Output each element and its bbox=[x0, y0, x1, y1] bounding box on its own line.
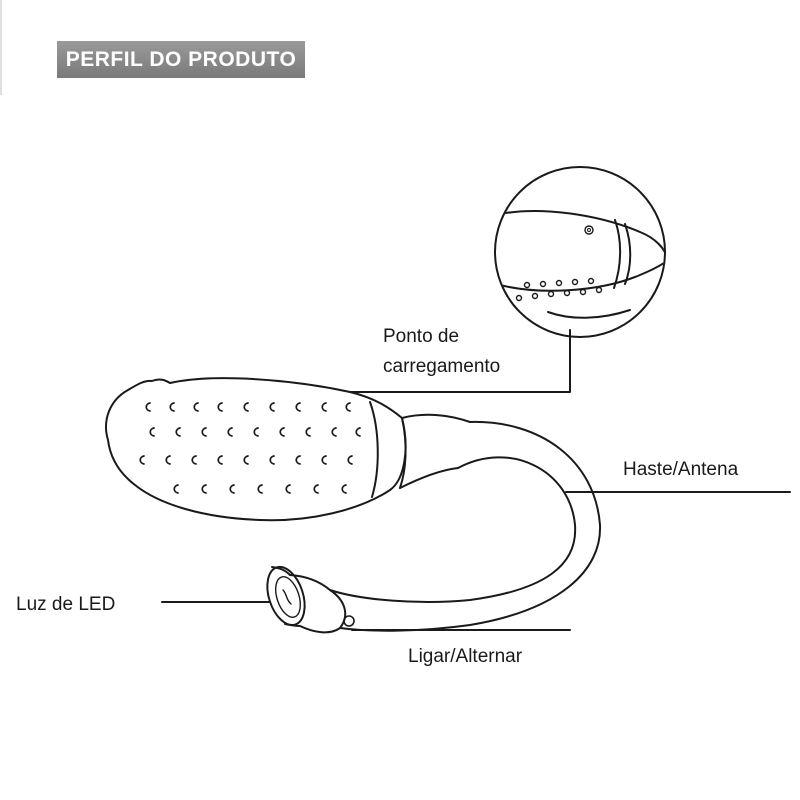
texture-dimple bbox=[345, 402, 351, 412]
texture-dimple bbox=[173, 484, 179, 494]
stem-inner bbox=[329, 456, 577, 603]
label-antenna: Haste/Antena bbox=[623, 459, 739, 480]
texture-dimple bbox=[269, 402, 275, 412]
egg-band bbox=[369, 401, 379, 498]
texture-dimple bbox=[169, 402, 175, 412]
texture-dimple bbox=[355, 427, 361, 437]
texture-dimple bbox=[253, 427, 259, 437]
stem-neck-top bbox=[401, 413, 471, 423]
texture-dimple bbox=[347, 455, 353, 465]
texture-dimple bbox=[217, 455, 223, 465]
power-button bbox=[343, 615, 355, 627]
left-edge-rule bbox=[0, 0, 2, 95]
texture-dimple bbox=[243, 455, 249, 465]
texture-dimple bbox=[257, 484, 263, 494]
stem-neck-bottom bbox=[399, 467, 459, 489]
texture-dimple bbox=[269, 455, 275, 465]
plug-body bbox=[289, 574, 347, 634]
texture-dimple bbox=[341, 484, 347, 494]
texture-dimple bbox=[279, 427, 285, 437]
texture-dimple bbox=[193, 402, 199, 412]
egg-band-inner bbox=[399, 417, 407, 489]
texture-dimple bbox=[295, 455, 301, 465]
texture-dimple bbox=[331, 427, 337, 437]
label-power: Ligar/Alternar bbox=[408, 646, 523, 667]
texture-dimple bbox=[201, 427, 207, 437]
texture-dimple bbox=[295, 402, 301, 412]
egg-texture bbox=[139, 402, 361, 494]
label-led: Luz de LED bbox=[16, 594, 116, 615]
texture-dimple bbox=[191, 455, 197, 465]
magnifier-detail bbox=[496, 210, 664, 319]
texture-dimple bbox=[321, 455, 327, 465]
egg-body bbox=[105, 377, 407, 522]
texture-dimple bbox=[201, 484, 207, 494]
texture-dimple bbox=[145, 402, 151, 412]
texture-dimple bbox=[313, 484, 319, 494]
magnifier-circle bbox=[494, 166, 666, 338]
texture-dimple bbox=[149, 427, 155, 437]
label-charging-point-line1: Ponto de bbox=[383, 326, 460, 347]
texture-dimple bbox=[305, 427, 311, 437]
texture-dimple bbox=[227, 427, 233, 437]
texture-dimple bbox=[165, 455, 171, 465]
texture-dimple bbox=[175, 427, 181, 437]
texture-dimple bbox=[285, 484, 291, 494]
plug-top bbox=[271, 566, 291, 576]
leader-charging bbox=[349, 329, 571, 393]
texture-dimple bbox=[217, 402, 223, 412]
led-glyph bbox=[282, 589, 292, 605]
texture-dimple bbox=[139, 455, 145, 465]
section-title-badge: PERFIL DO PRODUTO bbox=[57, 41, 305, 78]
texture-dimple bbox=[321, 402, 327, 412]
label-charging-point-line2: carregamento bbox=[383, 356, 501, 377]
texture-dimple bbox=[229, 484, 235, 494]
texture-dimple bbox=[243, 402, 249, 412]
led-face-inner bbox=[274, 576, 302, 618]
